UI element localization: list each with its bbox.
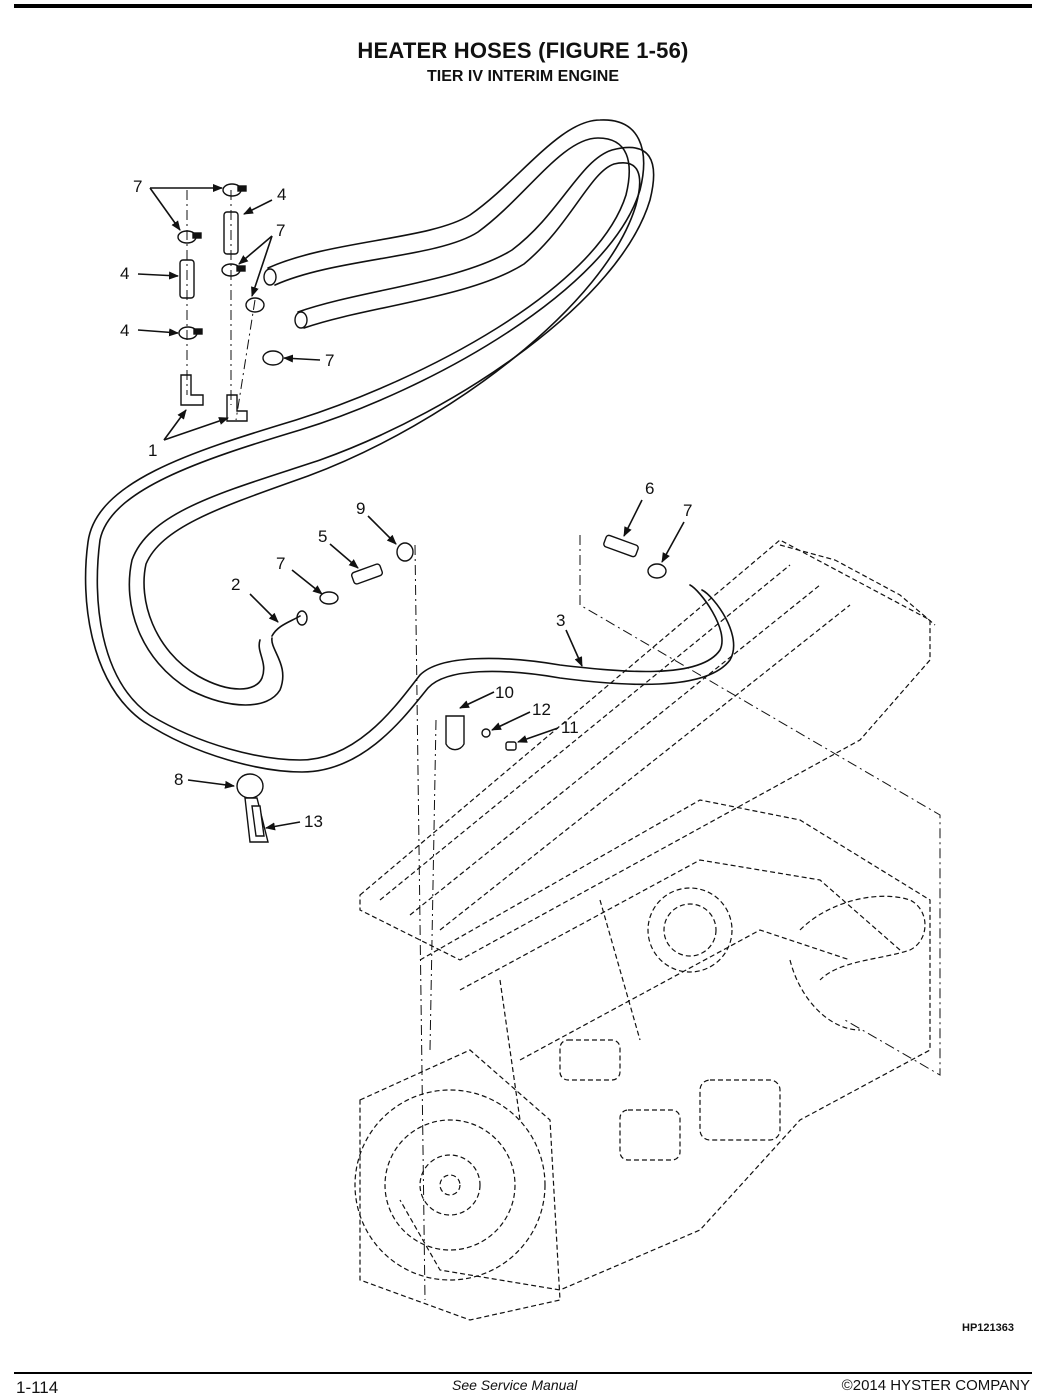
callout-12-washer: 12 bbox=[532, 700, 551, 719]
service-manual-note: See Service Manual bbox=[452, 1377, 578, 1393]
callout-4-lower: 4 bbox=[120, 321, 129, 340]
engine-outline bbox=[354, 539, 936, 1321]
callout-7-right-clamp: 7 bbox=[683, 501, 692, 520]
copyright: ©2014 HYSTER COMPANY bbox=[841, 1377, 1030, 1394]
bottom-rule bbox=[14, 1372, 1032, 1374]
callout-9-nut: 9 bbox=[356, 499, 365, 518]
page-subtitle: TIER IV INTERIM ENGINE bbox=[426, 68, 619, 85]
callout-8-cap: 8 bbox=[174, 770, 183, 789]
fittings bbox=[177, 183, 667, 843]
callout-10-clip: 10 bbox=[495, 683, 514, 702]
callout-7-hose-clamp: 7 bbox=[325, 351, 334, 370]
callout-4-middle: 4 bbox=[120, 264, 129, 283]
page-title: HEATER HOSES (FIGURE 1-56) bbox=[357, 38, 689, 63]
callout-7-center-clamp: 7 bbox=[276, 554, 285, 573]
callout-labels: 7 4 7 4 4 7 1 2 7 5 9 6 7 3 10 12 11 8 1… bbox=[120, 177, 692, 831]
callout-2-hose: 2 bbox=[231, 575, 240, 594]
callout-11-screw: 11 bbox=[561, 718, 579, 737]
callout-13-strap: 13 bbox=[304, 812, 323, 831]
callout-3-hose: 3 bbox=[556, 611, 565, 630]
top-rule bbox=[14, 4, 1032, 8]
callout-5-fitting: 5 bbox=[318, 527, 327, 546]
heater-hose-loop bbox=[84, 119, 735, 773]
phantom-lines bbox=[186, 190, 941, 1301]
leader-arrows bbox=[137, 184, 685, 831]
callout-4-top: 4 bbox=[277, 185, 286, 204]
figure-id: HP121363 bbox=[962, 1322, 1014, 1334]
callout-7-upper-right: 7 bbox=[276, 221, 285, 240]
callout-7-top-left: 7 bbox=[133, 177, 142, 196]
page-number: 1-114 bbox=[16, 1378, 59, 1397]
callout-1-elbows: 1 bbox=[148, 441, 157, 460]
callout-6-fitting: 6 bbox=[645, 479, 654, 498]
